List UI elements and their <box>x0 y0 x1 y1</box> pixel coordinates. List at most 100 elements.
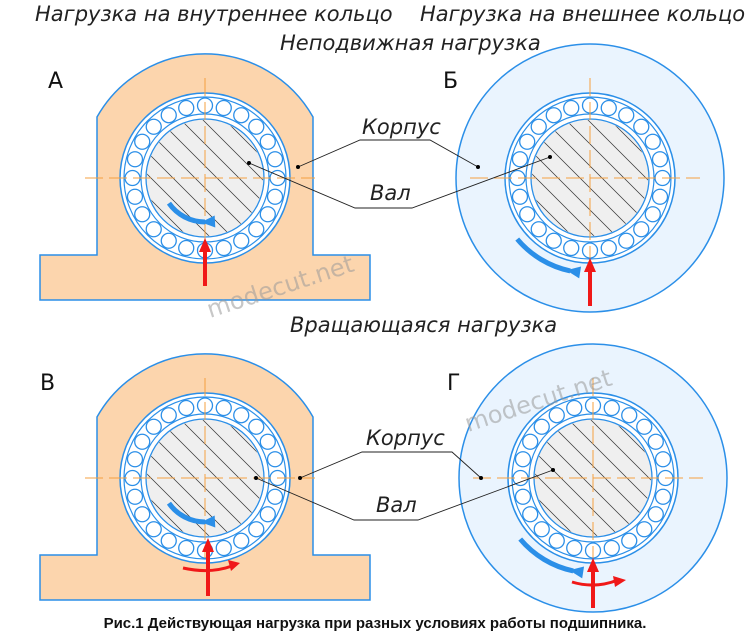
rolling-ball <box>603 399 620 417</box>
rolling-ball <box>233 407 250 424</box>
rolling-ball <box>519 133 536 150</box>
rolling-ball <box>621 532 638 549</box>
title-rotating: Вращающаяся нагрузка <box>290 313 557 337</box>
leader-line <box>297 139 410 168</box>
rotation-arrow <box>515 237 571 274</box>
rolling-ball <box>248 521 265 538</box>
title-stationary: Неподвижная нагрузка <box>280 31 541 55</box>
rolling-ball <box>522 506 539 523</box>
rolling-ball <box>647 506 664 523</box>
rolling-ball <box>651 188 669 205</box>
rolling-ball <box>600 239 617 257</box>
rotation-arrow-head <box>201 515 216 528</box>
rolling-ball <box>233 532 250 549</box>
rolling-ball <box>259 433 276 450</box>
rotation-arrow <box>166 501 206 525</box>
rolling-ball <box>533 418 550 435</box>
rolling-ball <box>145 118 162 135</box>
rolling-ball <box>259 133 276 150</box>
leader-line <box>366 451 482 479</box>
rolling-ball <box>563 239 580 257</box>
panel-label-a: А <box>48 69 63 94</box>
rolling-ball <box>636 521 653 538</box>
rolling-ball <box>633 221 650 238</box>
rolling-ball <box>134 433 151 450</box>
rolling-ball <box>134 206 151 223</box>
leader-dot <box>298 476 302 480</box>
rolling-ball <box>145 521 162 538</box>
rolling-ball <box>248 418 265 435</box>
leader-line <box>362 156 551 209</box>
figure-caption: Рис.1 Действующая нагрузка при разных ус… <box>104 615 647 632</box>
hatch-line <box>147 120 210 236</box>
rolling-ball <box>647 433 664 450</box>
rolling-ball <box>126 151 144 168</box>
rolling-ball <box>511 151 529 168</box>
rolling-ball <box>126 188 144 205</box>
rolling-ball <box>160 407 177 424</box>
rolling-ball <box>618 107 635 124</box>
rolling-ball <box>633 118 650 135</box>
panel-label-b: Б <box>443 69 458 94</box>
rolling-ball <box>160 107 177 124</box>
load-arrow-head <box>199 238 211 252</box>
rolling-ball <box>259 206 276 223</box>
rolling-ball <box>215 539 232 557</box>
rolling-ball <box>530 221 547 238</box>
rolling-ball <box>519 206 536 223</box>
rotating-load-arc-head <box>613 576 626 587</box>
leader-dot <box>551 468 555 472</box>
hatch-line <box>535 420 598 536</box>
rolling-ball <box>160 532 177 549</box>
hatch-line <box>147 420 210 536</box>
rolling-ball <box>126 488 144 505</box>
rolling-ball <box>644 133 661 150</box>
label-housing-bottom: Корпус <box>366 426 445 450</box>
rolling-ball <box>533 521 550 538</box>
rolling-ball <box>522 433 539 450</box>
rolling-ball <box>266 188 284 205</box>
rolling-ball <box>651 151 669 168</box>
leader-line <box>370 469 554 521</box>
rolling-ball <box>178 539 195 557</box>
rolling-ball <box>545 232 562 249</box>
load-arrow-head <box>202 538 214 552</box>
rolling-ball <box>530 118 547 135</box>
rolling-ball <box>548 407 565 424</box>
rolling-ball <box>654 488 672 505</box>
leader-line <box>299 451 412 479</box>
rotation-arrow <box>166 201 206 225</box>
leader-dot <box>247 161 251 165</box>
rolling-ball <box>259 506 276 523</box>
rolling-ball <box>621 407 638 424</box>
label-housing-top: Корпус <box>362 115 441 139</box>
rolling-ball <box>600 99 617 117</box>
panel-label-g: Г <box>447 371 460 396</box>
label-shaft-bottom: Вал <box>376 493 417 517</box>
rolling-ball <box>514 488 532 505</box>
load-arrow-head <box>587 558 599 572</box>
leader-line <box>362 139 479 168</box>
rotating-load-arc <box>182 564 233 573</box>
rolling-ball <box>514 451 532 468</box>
label-shaft-top: Вал <box>370 181 411 205</box>
rolling-ball <box>145 221 162 238</box>
rolling-ball <box>215 239 232 257</box>
rotation-arrow-head <box>201 215 216 228</box>
rolling-ball <box>548 532 565 549</box>
leader-dot <box>476 165 480 169</box>
rolling-ball <box>160 232 177 249</box>
rolling-ball <box>215 399 232 417</box>
rolling-ball <box>654 451 672 468</box>
rolling-ball <box>566 399 583 417</box>
rolling-ball <box>178 239 195 257</box>
rolling-ball <box>248 118 265 135</box>
rolling-ball <box>266 451 284 468</box>
rolling-ball <box>266 488 284 505</box>
rolling-ball <box>248 221 265 238</box>
rolling-ball <box>233 232 250 249</box>
rolling-ball <box>636 418 653 435</box>
rotating-load-arc-head <box>228 560 240 571</box>
rolling-ball <box>178 99 195 117</box>
